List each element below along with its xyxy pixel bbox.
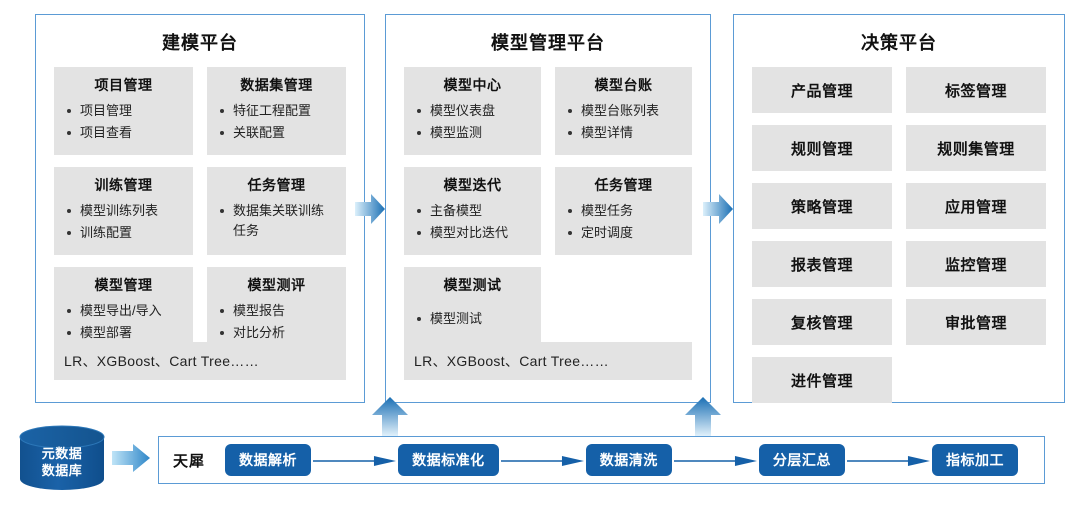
tile-application-management[interactable]: 应用管理 (906, 183, 1046, 229)
card-title: 模型台账 (594, 77, 653, 93)
tile-product-management[interactable]: 产品管理 (752, 67, 892, 113)
modelmgmt-card-grid: 模型中心 模型仪表盘 模型监测 模型台账 模型台账列表 模型详情 模型迭代 主备… (386, 67, 710, 351)
card-title: 模型测评 (247, 277, 306, 293)
list-item[interactable]: 模型仪表盘 (414, 101, 531, 121)
card-item-list: 模型测试 (414, 309, 531, 329)
list-item[interactable]: 模型监测 (414, 123, 531, 143)
database-cylinder-icon: 元数据 数据库 (18, 425, 106, 491)
list-item[interactable]: 模型测试 (414, 309, 531, 329)
card-model-center[interactable]: 模型中心 模型仪表盘 模型监测 (404, 67, 541, 155)
panel-title-model-management: 模型管理平台 (491, 33, 605, 53)
tile-ruleset-management[interactable]: 规则集管理 (906, 125, 1046, 171)
card-task-management[interactable]: 任务管理 数据集关联训练任务 (207, 167, 346, 255)
list-item[interactable]: 模型详情 (565, 123, 682, 143)
card-item-list: 模型报告 对比分析 (217, 301, 336, 343)
tile-report-management[interactable]: 报表管理 (752, 241, 892, 287)
card-item-list: 模型台账列表 模型详情 (565, 101, 682, 143)
card-model-testing[interactable]: 模型测试 模型测试 (404, 267, 541, 351)
pipeline-step-data-parsing[interactable]: 数据解析 (225, 444, 312, 476)
card-title: 模型管理 (94, 277, 153, 293)
arrow-up-icon (685, 397, 721, 437)
panel-title-decision: 决策平台 (861, 33, 937, 53)
card-title: 模型中心 (443, 77, 502, 93)
list-item[interactable]: 模型导出/导入 (64, 301, 183, 321)
pipeline-step-data-cleaning[interactable]: 数据清洗 (585, 444, 672, 476)
arrow-right-icon (355, 192, 385, 226)
data-pipeline-bar: 天犀 数据解析 数据标准化 数据清洗 分层汇总 (158, 436, 1045, 484)
arrow-right-icon (112, 442, 150, 474)
card-item-list: 特征工程配置 关联配置 (217, 101, 336, 143)
card-project-management[interactable]: 项目管理 项目管理 项目查看 (54, 67, 193, 155)
card-item-list: 项目管理 项目查看 (64, 101, 183, 143)
algorithms-strip-modeling: LR、XGBoost、Cart Tree…… (54, 342, 346, 380)
tile-approval-management[interactable]: 审批管理 (906, 299, 1046, 345)
card-task-management[interactable]: 任务管理 模型任务 定时调度 (555, 167, 692, 255)
pipeline-connector-arrow-icon (313, 454, 397, 466)
card-item-list: 模型训练列表 训练配置 (64, 201, 183, 243)
list-item[interactable]: 模型台账列表 (565, 101, 682, 121)
card-item-list: 数据集关联训练任务 (217, 201, 336, 241)
card-item-list: 主备模型 模型对比迭代 (414, 201, 531, 243)
card-model-management[interactable]: 模型管理 模型导出/导入 模型部署 (54, 267, 193, 355)
tile-label-management[interactable]: 标签管理 (906, 67, 1046, 113)
list-item[interactable]: 定时调度 (565, 223, 682, 243)
list-item[interactable]: 模型部署 (64, 323, 183, 343)
pipeline-step-metric-processing[interactable]: 指标加工 (932, 444, 1019, 476)
pipeline-step-hierarchical-aggregation[interactable]: 分层汇总 (758, 444, 845, 476)
algorithms-strip-model-management: LR、XGBoost、Cart Tree…… (404, 342, 692, 380)
pipeline-connector-arrow-icon (846, 454, 931, 466)
list-item[interactable]: 项目管理 (64, 101, 183, 121)
card-training-management[interactable]: 训练管理 模型训练列表 训练配置 (54, 167, 193, 255)
pipeline-step-data-standardization[interactable]: 数据标准化 (398, 444, 499, 476)
list-item[interactable]: 模型任务 (565, 201, 682, 221)
pipeline-brand-label: 天犀 (173, 452, 206, 470)
arrow-up-icon (372, 397, 408, 437)
card-item-list: 模型导出/导入 模型部署 (64, 301, 183, 343)
arrow-right-icon (703, 192, 733, 226)
tile-intake-management[interactable]: 进件管理 (752, 357, 892, 403)
list-item[interactable]: 模型对比迭代 (414, 223, 531, 243)
card-model-ledger[interactable]: 模型台账 模型台账列表 模型详情 (555, 67, 692, 155)
list-item[interactable]: 项目查看 (64, 123, 183, 143)
card-item-list: 模型仪表盘 模型监测 (414, 101, 531, 143)
list-item[interactable]: 训练配置 (64, 223, 183, 243)
modeling-card-grid: 项目管理 项目管理 项目查看 数据集管理 特征工程配置 关联配置 训练管理 模型… (36, 67, 364, 355)
list-item[interactable]: 数据集关联训练任务 (217, 201, 336, 241)
card-title: 训练管理 (94, 177, 153, 193)
decision-tile-grid: 产品管理 标签管理 规则管理 规则集管理 策略管理 应用管理 报表管理 监控管理… (734, 67, 1064, 403)
card-title: 模型测试 (443, 277, 502, 293)
card-title: 项目管理 (94, 77, 153, 93)
tile-rule-management[interactable]: 规则管理 (752, 125, 892, 171)
list-item[interactable]: 特征工程配置 (217, 101, 336, 121)
card-title: 任务管理 (594, 177, 653, 193)
tile-review-management[interactable]: 复核管理 (752, 299, 892, 345)
card-model-iteration[interactable]: 模型迭代 主备模型 模型对比迭代 (404, 167, 541, 255)
list-item[interactable]: 模型报告 (217, 301, 336, 321)
card-dataset-management[interactable]: 数据集管理 特征工程配置 关联配置 (207, 67, 346, 155)
panel-title-modeling: 建模平台 (162, 33, 238, 53)
panel-modeling-platform: 建模平台 项目管理 项目管理 项目查看 数据集管理 特征工程配置 关联配置 训练… (35, 14, 365, 403)
pipeline-connector-arrow-icon (500, 454, 584, 466)
pipeline-connector-arrow-icon (673, 454, 757, 466)
card-title: 数据集管理 (240, 77, 313, 93)
card-model-evaluation[interactable]: 模型测评 模型报告 对比分析 (207, 267, 346, 355)
card-item-list: 模型任务 定时调度 (565, 201, 682, 243)
tile-strategy-management[interactable]: 策略管理 (752, 183, 892, 229)
card-title: 模型迭代 (443, 177, 502, 193)
panel-model-management-platform: 模型管理平台 模型中心 模型仪表盘 模型监测 模型台账 模型台账列表 模型详情 … (385, 14, 711, 403)
panel-decision-platform: 决策平台 产品管理 标签管理 规则管理 规则集管理 策略管理 应用管理 报表管理… (733, 14, 1065, 403)
list-item[interactable]: 对比分析 (217, 323, 336, 343)
pipeline-step-list: 数据解析 数据标准化 数据清洗 分层汇总 (225, 444, 1044, 476)
list-item[interactable]: 模型训练列表 (64, 201, 183, 221)
tile-monitoring-management[interactable]: 监控管理 (906, 241, 1046, 287)
card-title: 任务管理 (247, 177, 306, 193)
list-item[interactable]: 关联配置 (217, 123, 336, 143)
list-item[interactable]: 主备模型 (414, 201, 531, 221)
